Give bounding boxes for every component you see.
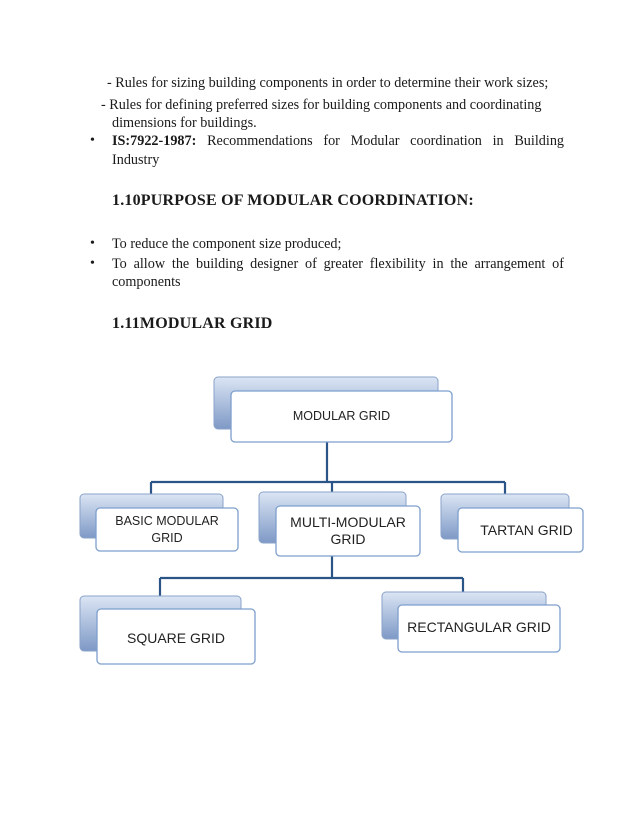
basic-label: BASIC MODULAR GRID — [115, 513, 219, 545]
rule-line-2: - Rules for defining preferred sizes for… — [101, 97, 542, 113]
root-box — [230, 390, 453, 443]
bullet-is-code: • — [90, 133, 95, 148]
box-fronts — [95, 390, 584, 665]
heading-purpose: 1.10PURPOSE OF MODULAR COORDINATION: — [112, 192, 474, 209]
square-box — [96, 608, 256, 665]
multi-label: MULTI-MODULAR GRID — [290, 514, 406, 547]
tartan-box — [457, 507, 584, 553]
purpose-item-1: To reduce the component size produced; — [112, 236, 342, 252]
multi-box — [275, 505, 421, 557]
purpose-item-2-line-1: To allow the building designer of greate… — [112, 256, 564, 272]
tartan-label: TARTAN GRID — [480, 521, 573, 538]
rule-line-1: - Rules for sizing building components i… — [107, 75, 549, 91]
bullet-purpose-1: • — [90, 236, 95, 251]
is-code-description: Recommendations for Modular coordination… — [207, 133, 565, 149]
bullet-purpose-2: • — [90, 256, 95, 271]
square-label: SQUARE GRID — [126, 629, 225, 646]
connector-lines — [149, 442, 507, 596]
is-code-label: IS:7922-1987: — [112, 133, 197, 149]
rect-label: RECTANGULAR GRID — [407, 618, 551, 635]
rect-box — [397, 604, 561, 653]
basic-box — [95, 507, 239, 552]
rule-line-3: dimensions for buildings. — [112, 115, 257, 131]
purpose-item-2-line-2: components — [112, 274, 181, 290]
is-code-line-2: Industry — [112, 152, 160, 168]
is-code-line: IS:7922-1987: Recommendations for Modula… — [112, 132, 564, 150]
root-label: MODULAR GRID — [292, 409, 391, 423]
heading-modular-grid: 1.11MODULAR GRID — [112, 315, 273, 332]
